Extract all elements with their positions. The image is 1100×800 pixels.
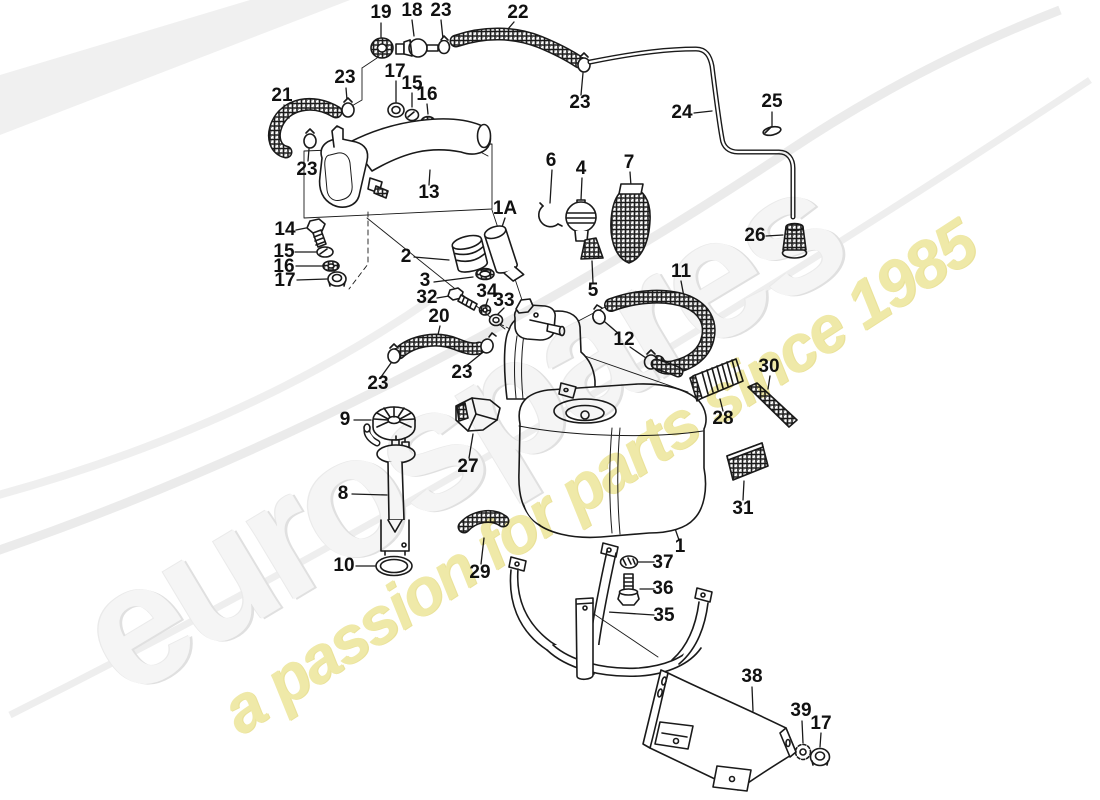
part-label-12[interactable]: 12 — [613, 329, 635, 350]
part-label-35[interactable]: 35 — [653, 605, 675, 626]
part-label-10[interactable]: 10 — [333, 555, 355, 576]
part-label-9[interactable]: 9 — [339, 409, 351, 430]
part-label-23c[interactable]: 23 — [569, 92, 591, 113]
part-label-23d[interactable]: 23 — [296, 159, 318, 180]
part-label-20[interactable]: 20 — [428, 306, 450, 327]
part-label-1[interactable]: 1 — [674, 536, 686, 557]
part-label-23e[interactable]: 23 — [367, 373, 389, 394]
part-label-28[interactable]: 28 — [712, 408, 734, 429]
part-label-29[interactable]: 29 — [469, 562, 491, 583]
part-17c-nut — [809, 747, 831, 767]
part-label-26[interactable]: 26 — [744, 225, 766, 246]
part-label-30[interactable]: 30 — [758, 356, 780, 377]
part-label-7[interactable]: 7 — [623, 152, 635, 173]
part-label-36[interactable]: 36 — [652, 578, 674, 599]
part-label-4[interactable]: 4 — [575, 158, 587, 179]
part-label-31[interactable]: 31 — [732, 498, 754, 519]
part-label-19[interactable]: 19 — [370, 2, 392, 23]
part-label-17a[interactable]: 17 — [274, 270, 296, 291]
part-label-23a[interactable]: 23 — [430, 0, 452, 21]
part-label-22[interactable]: 22 — [507, 2, 529, 23]
part-label-11[interactable]: 11 — [670, 261, 692, 282]
part-label-5[interactable]: 5 — [587, 280, 599, 301]
part-label-8[interactable]: 8 — [337, 483, 349, 504]
part-label-33[interactable]: 33 — [493, 290, 515, 311]
part-label-24[interactable]: 24 — [671, 102, 693, 123]
part-label-1A[interactable]: 1A — [492, 198, 518, 219]
part-label-38[interactable]: 38 — [741, 666, 763, 687]
part-39-lock-washer — [794, 743, 812, 761]
part-label-16b[interactable]: 16 — [416, 84, 438, 105]
part-label-39[interactable]: 39 — [790, 700, 812, 721]
part-label-18[interactable]: 18 — [401, 0, 423, 21]
part-label-14[interactable]: 14 — [274, 219, 296, 240]
part-label-2[interactable]: 2 — [400, 246, 412, 267]
part-label-6[interactable]: 6 — [545, 150, 557, 171]
part-label-13[interactable]: 13 — [418, 182, 440, 203]
part-label-25[interactable]: 25 — [761, 91, 783, 112]
part-label-23b[interactable]: 23 — [334, 67, 356, 88]
part-label-27[interactable]: 27 — [457, 456, 479, 477]
part-label-37[interactable]: 37 — [652, 552, 674, 573]
part-label-23f[interactable]: 23 — [451, 362, 473, 383]
part-label-21[interactable]: 21 — [271, 85, 293, 106]
part-label-17c[interactable]: 17 — [810, 713, 832, 734]
